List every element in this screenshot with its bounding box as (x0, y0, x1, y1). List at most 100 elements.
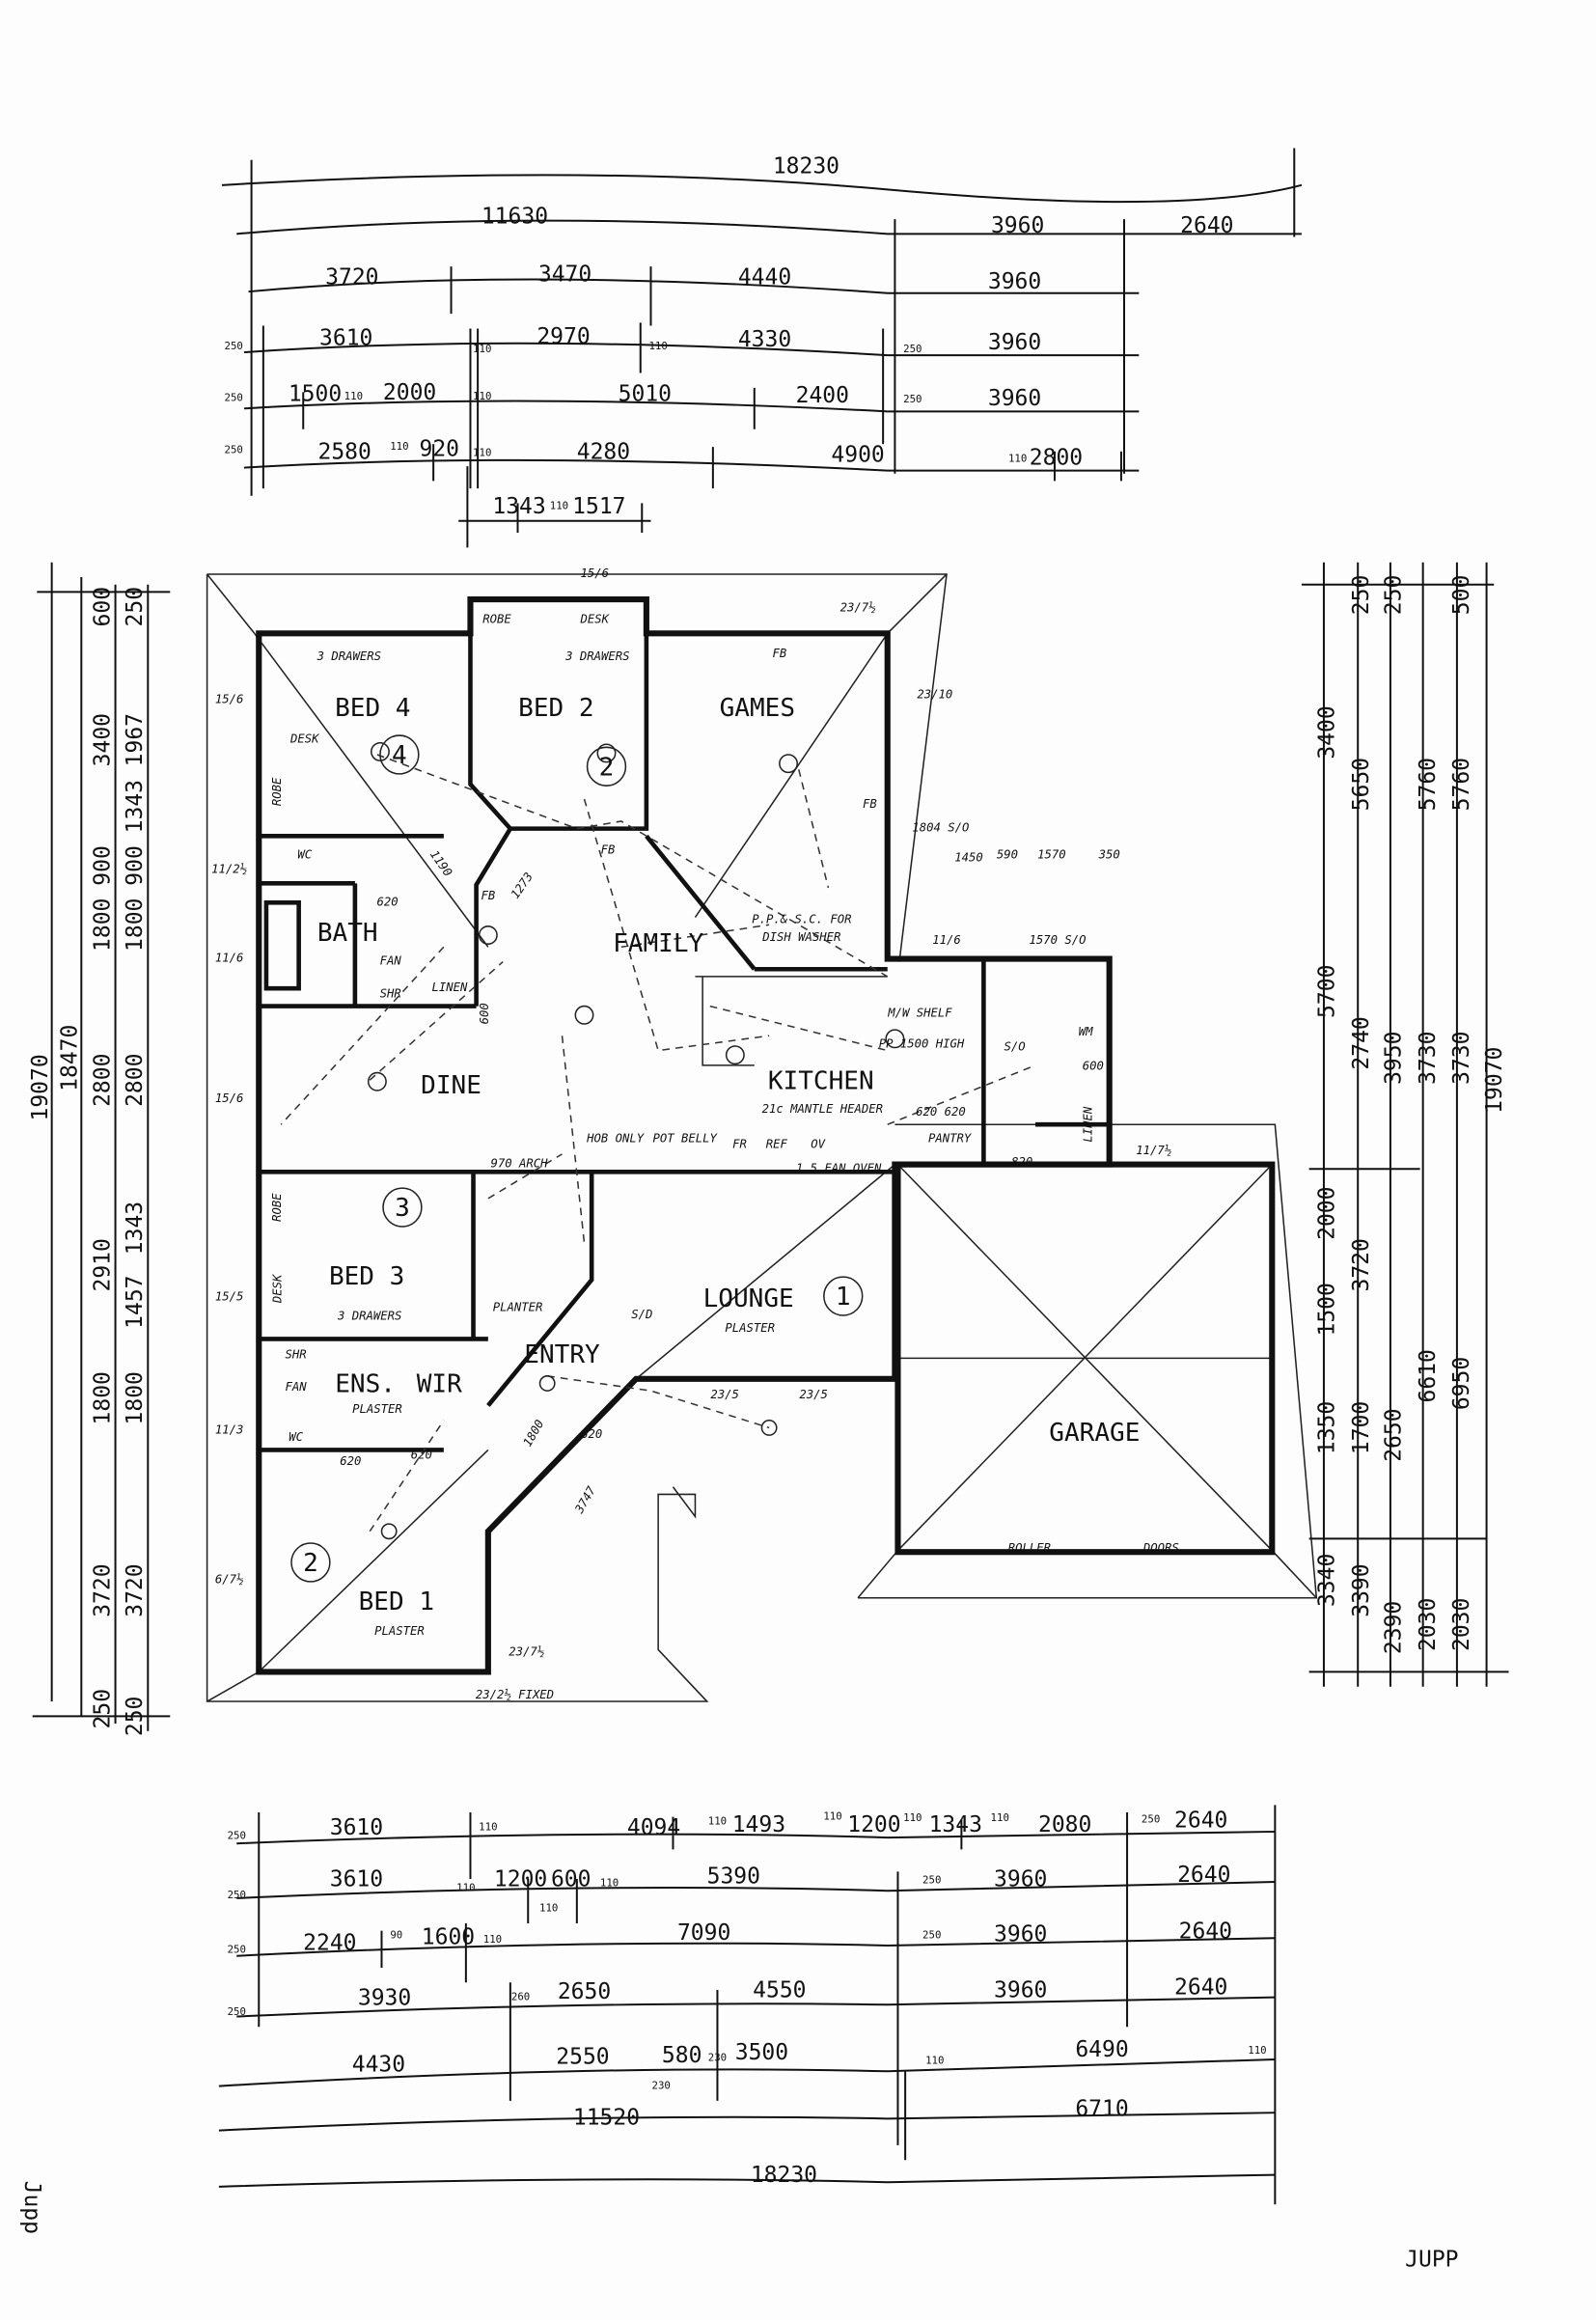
plan-annotation: HOB ONLY (586, 1132, 646, 1146)
room-number-circle (586, 746, 627, 787)
dimension-right: 3720 (1349, 1238, 1374, 1291)
room-number-circle (382, 1187, 423, 1228)
dimension-bottom_small: 110 (991, 1811, 1009, 1824)
dimension-right: 2000 (1315, 1187, 1340, 1240)
plan-annotation: FB (863, 797, 877, 811)
dimension-right: 3400 (1315, 705, 1340, 759)
dimension-top: 920 (420, 436, 460, 461)
plan-annotation: LINEN (1081, 1106, 1094, 1143)
dimension-bottom: 2080 (1038, 1812, 1091, 1837)
dimension-left: 2910 (90, 1238, 115, 1291)
plan-annotation: 23/7½ (840, 600, 876, 614)
plan-annotation: 15/6 (215, 1091, 244, 1105)
dimension-bottom: 1343 (929, 1812, 982, 1837)
plan-annotation: DOORS (1142, 1541, 1179, 1555)
dimension-top: 1343 (492, 494, 545, 519)
roof-outline (206, 573, 1318, 1702)
plan-annotation: 350 (1098, 847, 1120, 861)
plan-annotation: 1190 (427, 848, 454, 879)
dimension-right: 6950 (1449, 1357, 1474, 1410)
room-number-circle (823, 1276, 864, 1316)
plan-annotation: PP 1500 HIGH (879, 1036, 965, 1050)
room-label: BED 1 (359, 1588, 434, 1616)
dimension-left: 3720 (123, 1563, 148, 1616)
plan-annotation: 21c MANTLE HEADER (762, 1102, 883, 1116)
plan-annotation: 3 DRAWERS (337, 1310, 401, 1323)
plan-annotation: FB (601, 843, 616, 857)
dimension-right: 250 (1382, 575, 1407, 616)
dimension-top_small: 110 (473, 390, 491, 402)
plan-annotation: PLASTER (725, 1321, 775, 1335)
room-label: LOUNGE (703, 1284, 794, 1313)
dimension-right: 5760 (1416, 758, 1441, 811)
dimension-top: 3960 (991, 213, 1044, 238)
plan-annotation: 620 620 (916, 1105, 966, 1119)
dimension-right: 250 (1349, 575, 1374, 616)
plan-annotation: DESK (289, 732, 320, 746)
dimension-left: 2800 (90, 1054, 115, 1107)
plan-annotation: 3 DRAWERS (316, 649, 381, 663)
plan-annotation: 23/5 (799, 1388, 828, 1401)
dimension-left: 1800 (123, 898, 148, 952)
drawing-label: JUPP (1405, 2248, 1458, 2273)
plan-annotation: ROLLER (1008, 1541, 1051, 1555)
plan-annotation: POT BELLY (653, 1132, 719, 1146)
plan-annotation: 23/5 (710, 1388, 739, 1401)
plan-annotation: PLANTER (493, 1300, 543, 1313)
plan-annotation: 1804 S/O (912, 821, 969, 835)
dimension-bottom_small: 110 (539, 1902, 558, 1915)
plan-annotation: M/W SHELF (887, 1006, 952, 1019)
room-number: 1 (836, 1283, 851, 1312)
room-label: BED 3 (329, 1262, 404, 1291)
room-number: 2 (599, 753, 615, 782)
dimension-left: 250 (90, 1689, 115, 1729)
room-label: GAMES (720, 694, 795, 723)
dimension-bottom: 1200 (847, 1812, 900, 1837)
dimension-top: 18230 (773, 154, 839, 180)
walls (256, 595, 1276, 1675)
dimension-top_small: 250 (903, 343, 922, 355)
dimension-top: 3720 (325, 265, 378, 290)
dimension-left: 3720 (90, 1563, 115, 1616)
room-label: BED 4 (335, 694, 410, 723)
dimension-bottom_small: 110 (1248, 2044, 1266, 2057)
plan-annotation: 970 ARCH (491, 1157, 549, 1171)
plan-annotation: LINEN (432, 980, 469, 994)
plan-annotation: 3 DRAWERS (564, 649, 629, 663)
plan-annotation: DISH WASHER (761, 930, 840, 944)
dimension-lines (32, 148, 1509, 2205)
dimension-top: 2580 (317, 439, 371, 464)
dimension-right: 3390 (1349, 1563, 1374, 1616)
dimension-right: 6610 (1416, 1349, 1441, 1402)
plan-annotation: FAN (380, 954, 402, 968)
dimension-top_small: 110 (648, 340, 667, 352)
room-number-circle (290, 1542, 331, 1583)
dimension-bottom_small: 250 (922, 1874, 941, 1887)
dimension-top: 2400 (796, 383, 849, 408)
dimension-bottom: 4430 (352, 2052, 405, 2077)
plan-annotation: 620 (340, 1454, 361, 1468)
dimension-left: 1343 (123, 1201, 148, 1255)
plan-annotation: PLASTER (352, 1402, 402, 1416)
dimension-bottom_small: 110 (483, 1933, 502, 1946)
plan-annotation: 1.5 FAN OVEN (796, 1161, 882, 1174)
plan-annotation: 620 (581, 1427, 602, 1441)
dimension-left: 2800 (123, 1054, 148, 1107)
dimension-top: 3960 (988, 269, 1041, 294)
dimension-right: 3950 (1382, 1032, 1407, 1085)
plan-annotation: 11/6 (215, 952, 244, 965)
dimension-top: 5010 (619, 382, 672, 407)
dimension-left: 1967 (123, 713, 148, 766)
dimension-top_small: 250 (225, 392, 243, 404)
dimension-bottom: 3960 (994, 1978, 1047, 2003)
room-label: DINE (421, 1071, 482, 1100)
dimension-bottom: 3960 (994, 1867, 1047, 1892)
dimension-right: 2030 (1416, 1598, 1441, 1651)
dimension-bottom: 11520 (573, 2105, 640, 2130)
dimension-left: 250 (123, 1697, 148, 1737)
plan-annotation: DESK (579, 613, 610, 626)
dimension-right: 19070 (1482, 1047, 1507, 1114)
dimension-bottom_small: 90 (390, 1928, 402, 1941)
dimension-left: 19070 (28, 1054, 53, 1120)
